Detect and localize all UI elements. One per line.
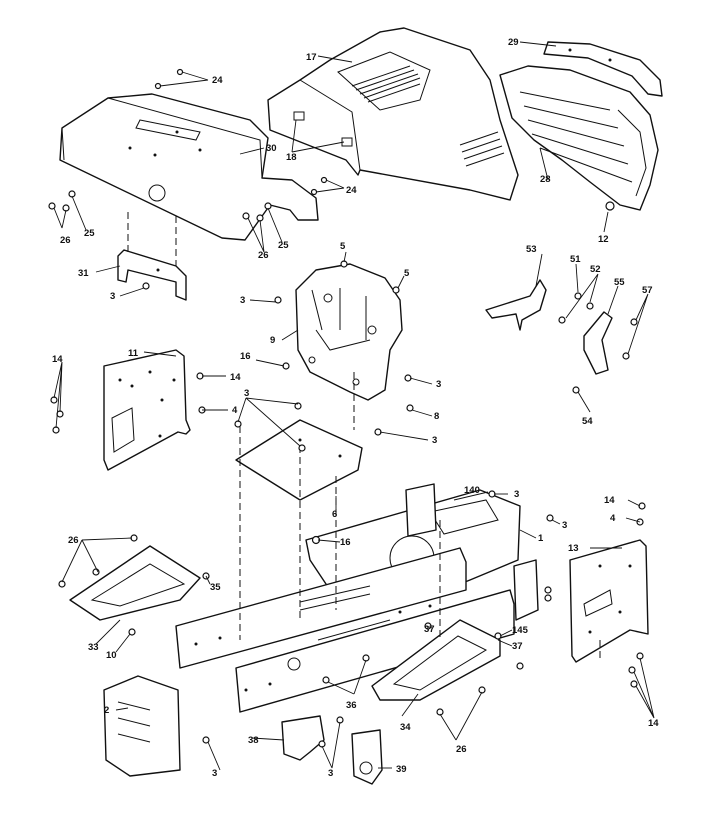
label-39: 39 <box>396 764 407 775</box>
headlight-strip <box>543 41 663 97</box>
part-labels: 24 17 29 30 18 24 28 26 25 26 25 12 5 5 … <box>52 37 659 779</box>
label-14a: 14 <box>52 354 63 365</box>
label-25a: 25 <box>84 228 95 239</box>
bracket-140 <box>405 483 437 537</box>
footrest-right <box>371 619 501 701</box>
label-26c: 26 <box>68 535 79 546</box>
label-31: 31 <box>78 268 89 279</box>
label-3d: 3 <box>244 388 249 399</box>
label-53: 53 <box>526 244 537 255</box>
dashboard-panel <box>59 93 319 241</box>
label-24a: 24 <box>212 75 223 86</box>
label-9: 9 <box>270 335 275 346</box>
floor-plate <box>235 419 363 501</box>
label-16a: 16 <box>240 351 251 362</box>
label-4b: 4 <box>610 513 616 524</box>
label-24b: 24 <box>346 185 357 196</box>
label-140: 140 <box>464 485 480 496</box>
bracket-31 <box>117 249 187 301</box>
label-1: 1 <box>538 533 544 544</box>
label-54: 54 <box>582 416 593 427</box>
right-side-panel <box>569 539 649 663</box>
support-bracket <box>295 263 403 401</box>
label-14d: 14 <box>648 718 659 729</box>
grille <box>499 65 659 211</box>
label-3e: 3 <box>432 435 437 446</box>
label-2: 2 <box>104 705 109 716</box>
label-8: 8 <box>434 411 439 422</box>
label-36: 36 <box>346 700 357 711</box>
label-6: 6 <box>332 509 337 520</box>
label-3g: 3 <box>562 520 567 531</box>
label-17: 17 <box>306 52 317 63</box>
label-26b: 26 <box>258 250 269 261</box>
main-frame <box>175 489 521 713</box>
label-35: 35 <box>210 582 221 593</box>
label-13: 13 <box>568 543 579 554</box>
label-5b: 5 <box>404 268 410 279</box>
label-14c: 14 <box>604 495 615 506</box>
label-37a: 37 <box>424 624 435 635</box>
bracket-39 <box>351 729 383 785</box>
label-4a: 4 <box>232 405 238 416</box>
label-55: 55 <box>614 277 625 288</box>
bracket-145 <box>513 559 539 621</box>
left-side-panel <box>103 349 191 471</box>
label-26d: 26 <box>456 744 467 755</box>
label-11: 11 <box>128 348 139 359</box>
label-26a: 26 <box>60 235 71 246</box>
label-38: 38 <box>248 735 259 746</box>
bracket-53 <box>485 279 547 331</box>
label-3c: 3 <box>436 379 441 390</box>
footrest-left <box>69 545 201 621</box>
label-3i: 3 <box>328 768 333 779</box>
label-57: 57 <box>642 285 653 296</box>
front-bracket <box>103 675 181 777</box>
label-12: 12 <box>598 234 609 245</box>
label-3a: 3 <box>110 291 115 302</box>
label-3h: 3 <box>212 768 217 779</box>
label-18: 18 <box>286 152 297 163</box>
label-25b: 25 <box>278 240 289 251</box>
label-52: 52 <box>590 264 601 275</box>
label-145: 145 <box>512 625 529 636</box>
label-29: 29 <box>508 37 519 48</box>
label-28: 28 <box>540 174 551 185</box>
leader-lines <box>53 41 655 771</box>
label-3b: 3 <box>240 295 245 306</box>
hood <box>267 27 519 201</box>
label-30: 30 <box>266 143 277 154</box>
label-14b: 14 <box>230 372 241 383</box>
bracket-38 <box>281 715 325 761</box>
bracket-55 <box>583 311 613 375</box>
label-34: 34 <box>400 722 411 733</box>
label-37b: 37 <box>512 641 523 652</box>
label-10: 10 <box>106 650 117 661</box>
label-3f: 3 <box>514 489 519 500</box>
label-5a: 5 <box>340 241 346 252</box>
label-16b: 16 <box>340 537 351 548</box>
label-51: 51 <box>570 254 581 265</box>
label-33: 33 <box>88 642 99 653</box>
